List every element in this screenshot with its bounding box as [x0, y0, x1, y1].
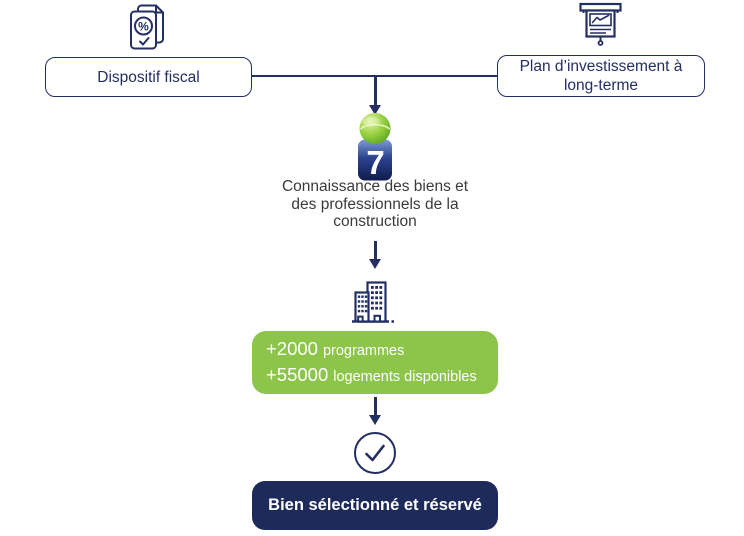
stat-value-programmes: +2000 [266, 337, 318, 359]
stat-label-logements: logements disponibles [333, 368, 477, 385]
result-label: Bien sélectionné et réservé [268, 496, 482, 514]
knowledge-line-3: construction [333, 213, 417, 230]
fiscal-label: Dispositif fiscal [97, 68, 200, 86]
tax-percent-document-icon: % [130, 4, 164, 50]
knowledge-line-2: des professionnels de la [291, 195, 459, 213]
presentation-chart-icon [579, 2, 622, 46]
down-arrowhead-3 [369, 415, 381, 425]
plan-node: Plan d’investissement à long-terme [497, 55, 705, 97]
result-box: Bien sélectionné et réservé [252, 481, 498, 530]
connector-line-vertical [374, 241, 377, 260]
fiscal-node: Dispositif fiscal [45, 57, 252, 97]
knowledge-text: Connaissance des biens et des profession… [255, 178, 495, 231]
check-circle-icon [354, 432, 396, 474]
buildings-icon [352, 281, 394, 323]
stat-label-programmes: programmes [322, 342, 405, 359]
company-logo: 7 [358, 113, 392, 181]
logo-digit: 7 [366, 144, 384, 181]
stat-value-logements: +55000 [266, 363, 329, 385]
down-arrowhead-1 [369, 105, 381, 115]
down-arrowhead-2 [369, 259, 381, 269]
connector-line-vertical [374, 75, 377, 106]
percent-glyph: % [138, 20, 149, 34]
building-windows [357, 286, 383, 313]
plan-label-line1: Plan d’investissement à [519, 58, 683, 75]
plan-label-line2: long-terme [563, 77, 639, 94]
connector-line-vertical [374, 397, 377, 416]
knowledge-line-1: Connaissance des biens et [281, 178, 469, 195]
